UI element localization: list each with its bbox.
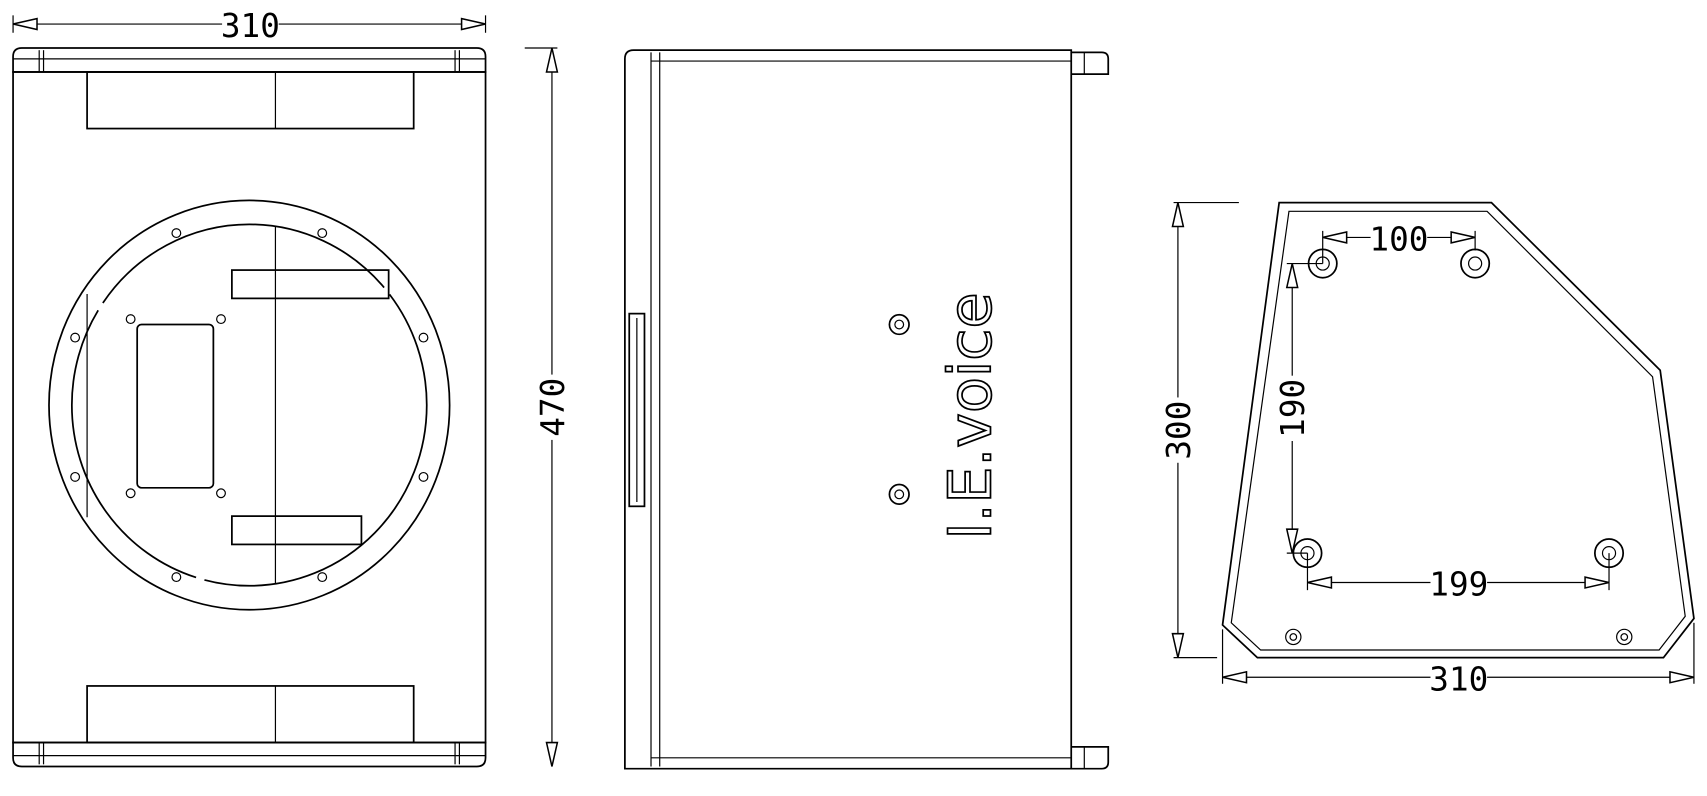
front-hole-spacing-label: 100 <box>1369 220 1428 258</box>
bottom-view: 300 100 190 199 310 <box>1160 201 1695 698</box>
side-hole-spacing-dimension: 190 <box>1274 262 1323 554</box>
bottom-depth-label: 300 <box>1160 401 1198 460</box>
bottom-width-label: 310 <box>1429 660 1488 698</box>
tweeter-plate <box>125 314 226 499</box>
side-handle <box>628 312 646 508</box>
top-handle <box>86 71 415 130</box>
height-dimension: 470 <box>524 47 572 768</box>
rear-hole-spacing-dimension: 199 <box>1306 553 1610 604</box>
side-view: I.E.voice <box>624 49 1110 770</box>
width-dimension: 310 <box>12 6 487 45</box>
brand-logo-text: I.E.voice <box>936 292 1005 539</box>
front-height-label: 470 <box>534 378 572 437</box>
depth-dimension: 300 <box>1160 201 1239 659</box>
woofer-ring <box>48 199 451 611</box>
front-hole-spacing-dimension: 100 <box>1321 220 1476 264</box>
bottom-handle <box>86 685 415 744</box>
front-view: 310 470 <box>12 6 572 768</box>
rear-hole-spacing-label: 199 <box>1429 566 1488 604</box>
bottom-width-dimension: 310 <box>1221 622 1695 698</box>
side-hole-spacing-label: 190 <box>1274 379 1312 438</box>
front-width-label: 310 <box>221 7 280 45</box>
